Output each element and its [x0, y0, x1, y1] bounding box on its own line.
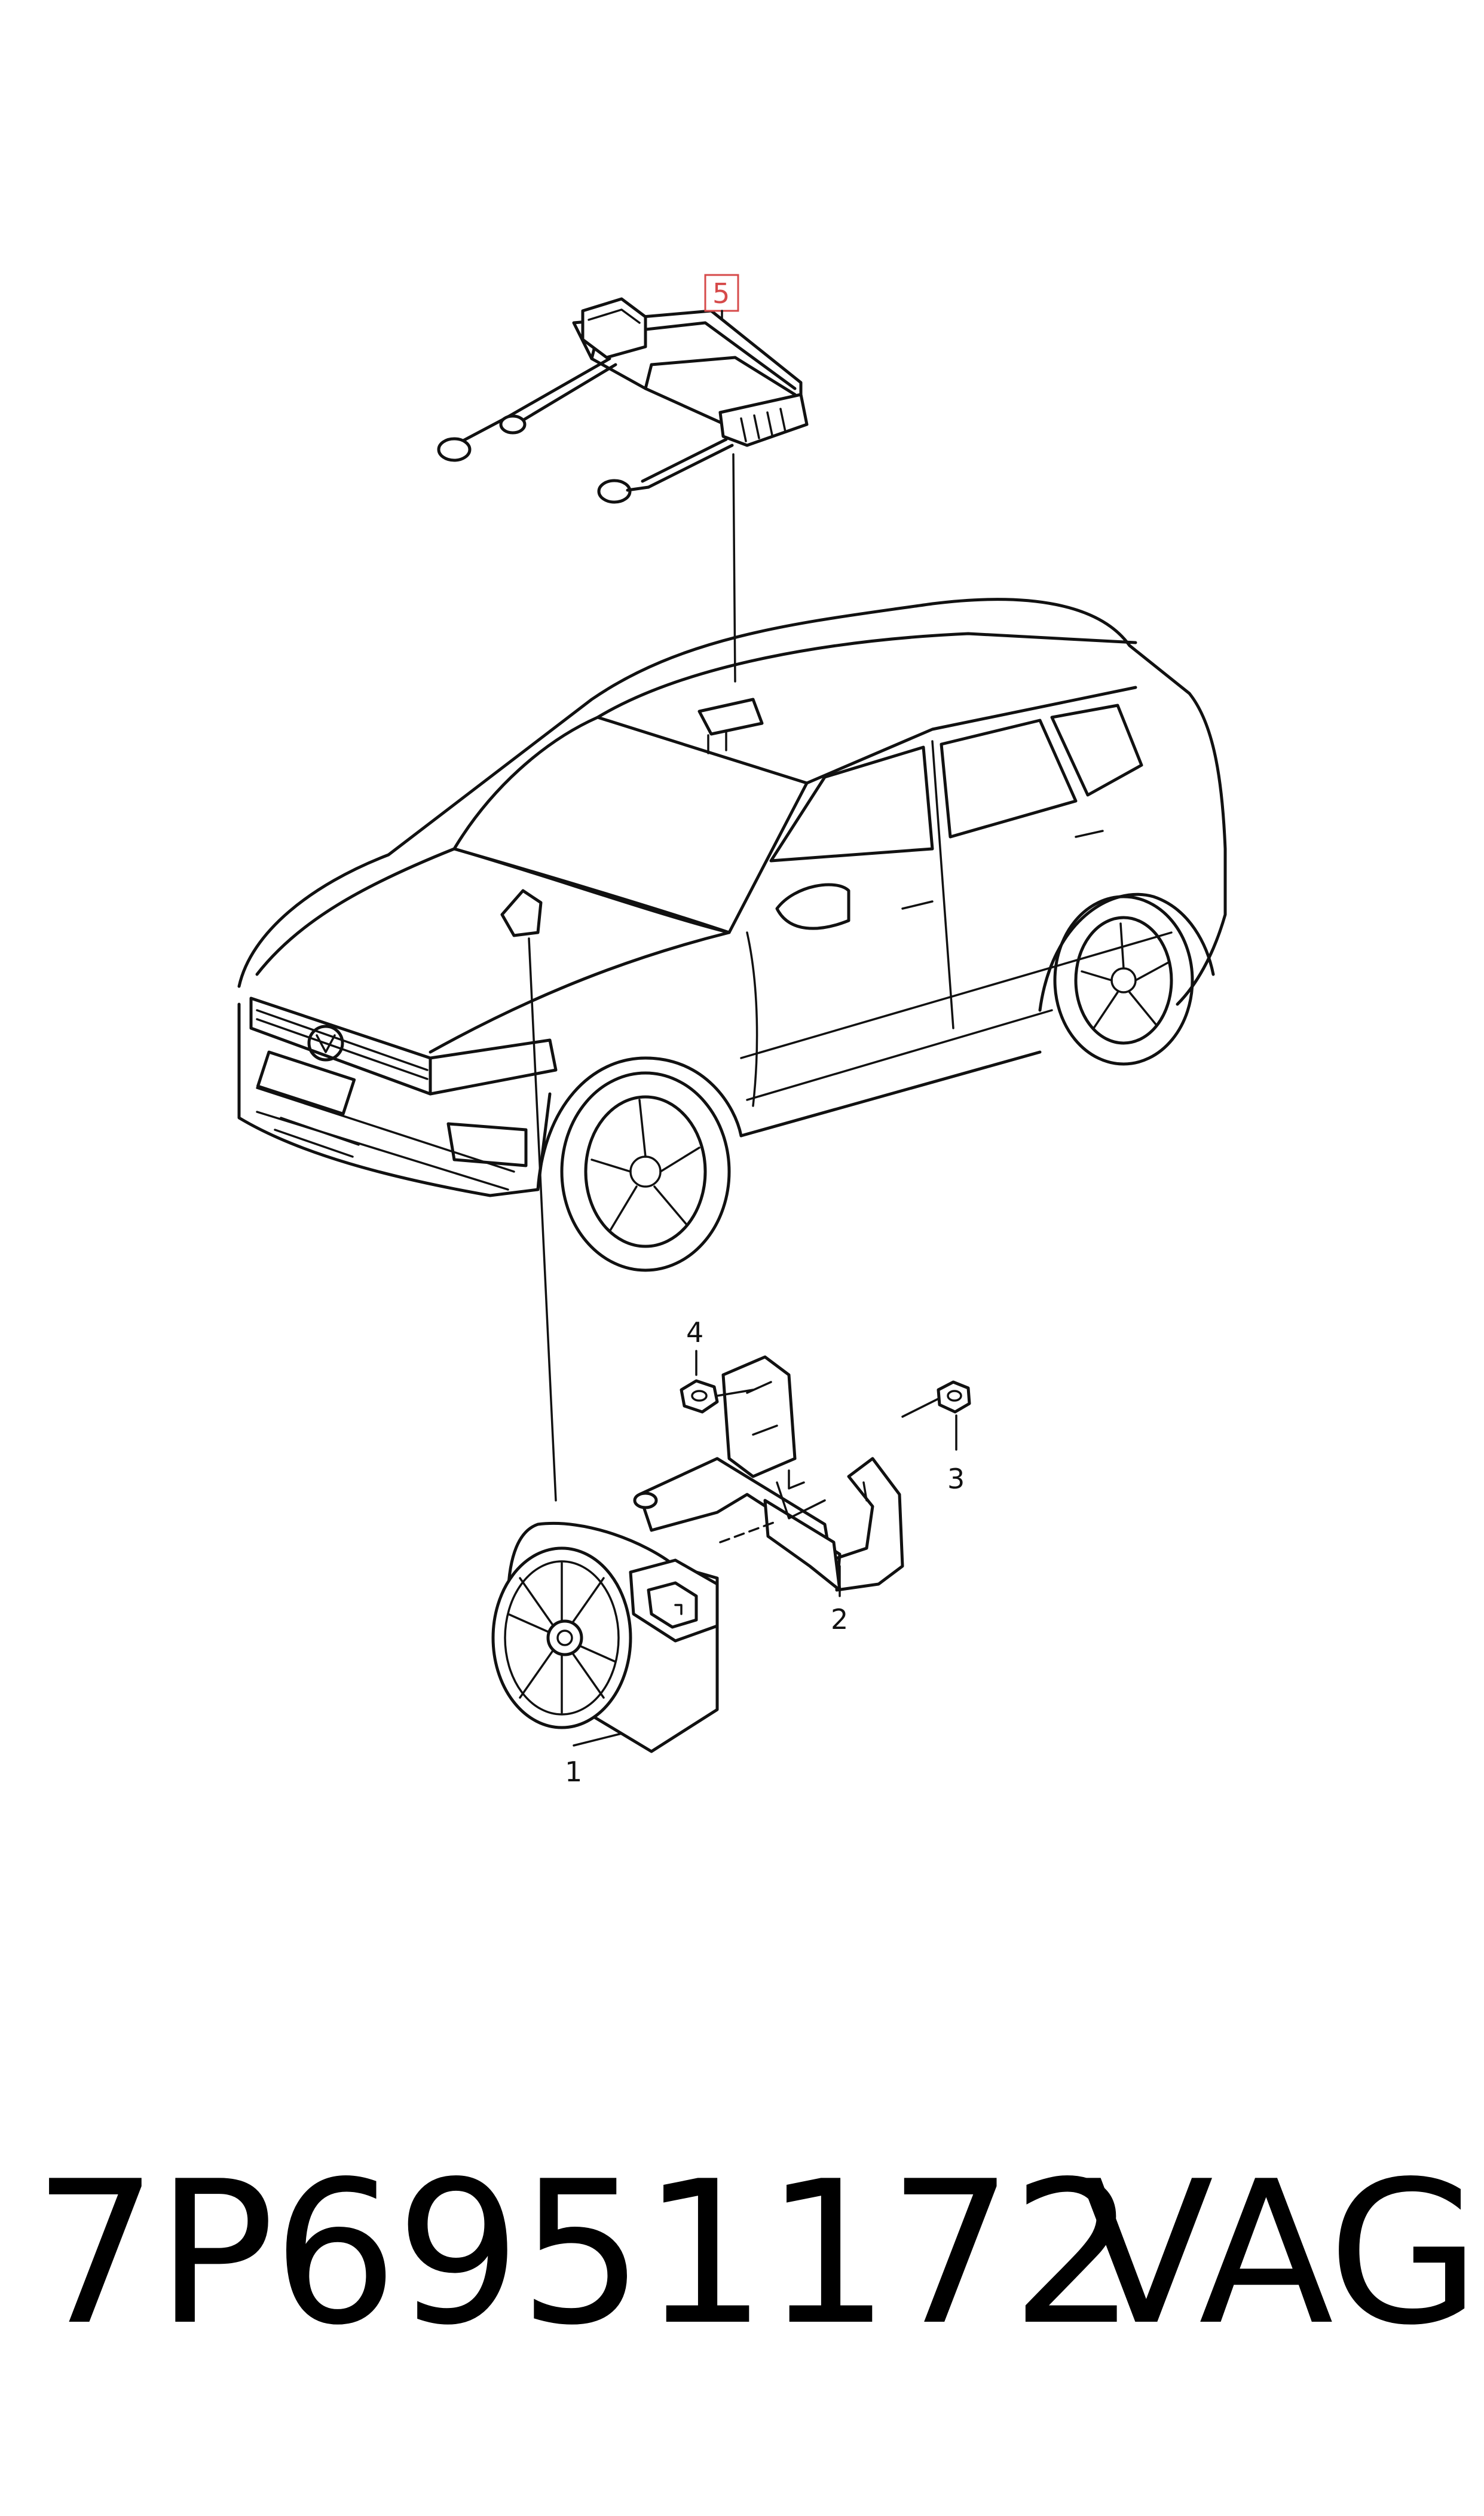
callout-1: 1	[565, 1732, 623, 1788]
part-3-nut	[901, 1380, 971, 1451]
part-number: 7P6951172	[33, 2139, 1137, 2368]
leader-car-to-horn	[528, 937, 557, 1502]
callout-4-label: 4	[686, 1316, 703, 1349]
part-2-bracket	[633, 1355, 904, 1592]
callout-3: 3	[947, 1463, 965, 1495]
callout-2-label: 2	[831, 1603, 848, 1635]
callout-4: 4	[686, 1316, 703, 1349]
callout-1-label: 1	[565, 1756, 582, 1788]
vehicle-outline	[237, 598, 1227, 1272]
part-5-control-module	[437, 297, 809, 683]
footer-caption: 7P6951172 VAG	[0, 2128, 1484, 2379]
part-4-nut	[680, 1350, 754, 1414]
callout-5-label: 5	[712, 277, 730, 310]
callout-2: 2	[831, 1565, 848, 1635]
brand-name: VAG	[1079, 2139, 1480, 2368]
callout-3-label: 3	[947, 1463, 965, 1495]
callout-5: 5	[704, 274, 739, 321]
part-1-alarm-horn	[491, 1520, 778, 1753]
